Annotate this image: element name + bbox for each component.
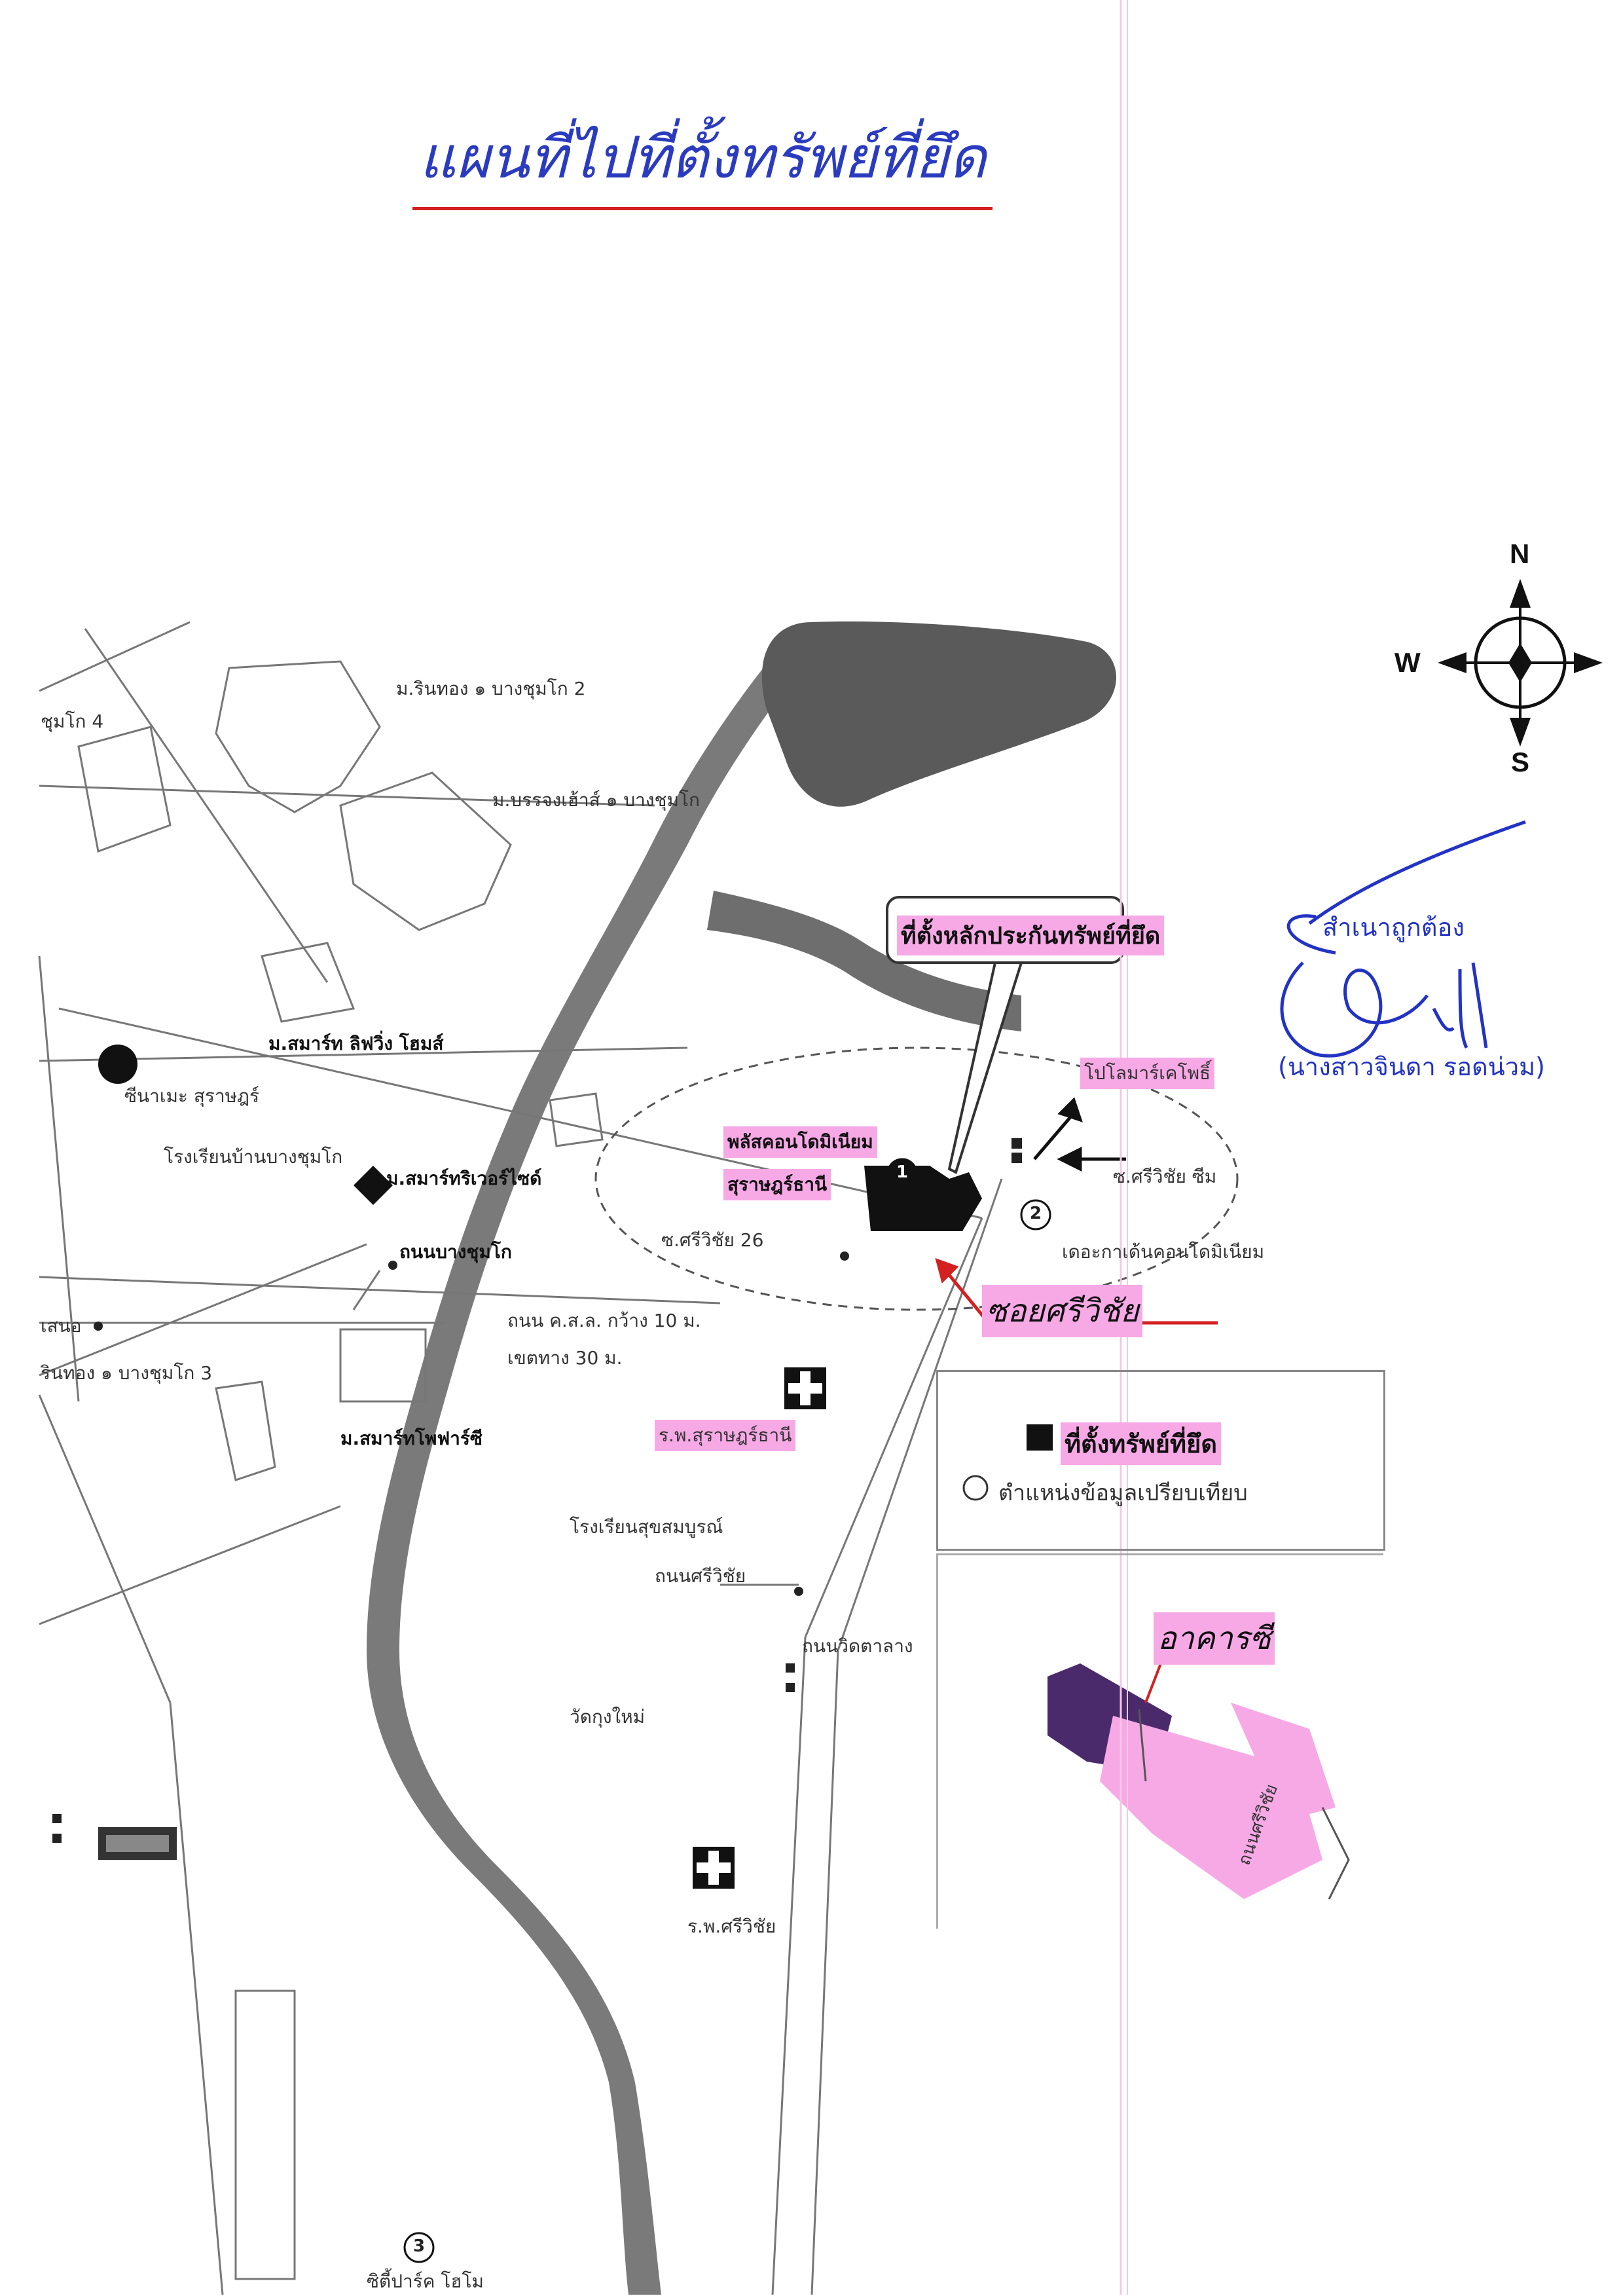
compass-rose bbox=[1438, 579, 1603, 747]
label-village-top: ม.รินทอง ๑ บางชุมโก 2 bbox=[396, 678, 586, 699]
label-road-bangchumko: ถนนบางชุมโก bbox=[399, 1241, 512, 1263]
road-dots bbox=[52, 1138, 1022, 1843]
label-school-bangchumko: โรงเรียนบ้านบางชุมโก bbox=[164, 1146, 343, 1168]
number-markers bbox=[403, 1158, 1051, 2263]
label-shop-top-left: ซีนาเมะ สุราษฎร์ bbox=[124, 1085, 259, 1107]
label-bottom-left: ซิตี้ปาร์ค โฮโม bbox=[367, 2270, 484, 2292]
river-branch bbox=[707, 891, 1021, 1031]
legend-property-label: ที่ตั้งทรัพย์ที่ยึด bbox=[1061, 1422, 1222, 1465]
label-hospital-sriwichai: ร.พ.ศรีวิชัย bbox=[687, 1916, 776, 1937]
callout-pointer bbox=[947, 961, 1023, 1174]
label-edge-west: เสนอ bbox=[41, 1315, 82, 1337]
inset-map bbox=[936, 1553, 1383, 1929]
label-smart-living: ม.สมาร์ท ลิฟวิ่ง โฮมส์ bbox=[268, 1033, 444, 1054]
certifier-name: (นางสาวจินดา รอดน่วม) bbox=[1278, 1052, 1545, 1081]
certified-copy-text: สำเนาถูกต้อง bbox=[1322, 913, 1465, 942]
property-block bbox=[864, 1166, 982, 1231]
label-comparable-condo: เดอะกาเด้นคอนโดมิเนียม bbox=[1062, 1241, 1265, 1263]
river bbox=[367, 648, 818, 2295]
map-icons bbox=[98, 1045, 393, 1860]
label-seven-eleven: โปโลมาร์เคโพธิ์ bbox=[1080, 1058, 1215, 1089]
label-condo-name-1: พลัสคอนโดมิเนียม bbox=[723, 1126, 877, 1158]
compass-west: W bbox=[1394, 647, 1421, 678]
building-handwritten-label: อาคารซี bbox=[1154, 1612, 1275, 1665]
compass-north: N bbox=[1510, 538, 1530, 569]
label-smart-river: ม.สมาร์ทริเวอร์ไซด์ bbox=[386, 1168, 542, 1189]
legend bbox=[936, 1370, 1385, 1551]
legend-comparable-label: ตำแหน่งข้อมูลเปรียบเทียบ bbox=[998, 1480, 1248, 1506]
legend-property-swatch bbox=[1027, 1424, 1053, 1451]
marker-2: 2 bbox=[1030, 1204, 1042, 1223]
road-handwritten-label: ซอยศรีวิชัย bbox=[982, 1285, 1143, 1337]
study-area-ellipse bbox=[594, 1046, 1239, 1311]
label-soi-sriwichai-26: ซ.ศรีวิชัย 26 bbox=[661, 1229, 764, 1251]
marker-3: 3 bbox=[413, 2236, 426, 2256]
lake bbox=[761, 621, 1116, 807]
marker-1: 1 bbox=[896, 1162, 909, 1182]
label-rinthong3: รินทอง ๑ บางชุมโก 3 bbox=[41, 1362, 213, 1384]
page-title: แผนที่ไปที่ตั้งทรัพย์ที่ยึด bbox=[412, 111, 993, 210]
legend-comparable-swatch bbox=[962, 1475, 989, 1501]
label-school-sukhum: โรงเรียนสุขสมบูรณ์ bbox=[570, 1516, 723, 1538]
label-smart-park: ม.สมาร์ทโพฟาร์ซี bbox=[340, 1428, 483, 1449]
signature-mark bbox=[1280, 820, 1526, 1058]
compass-south: S bbox=[1511, 747, 1530, 777]
roads bbox=[38, 621, 1003, 2295]
label-temple: วัดกุงใหม่ bbox=[570, 1706, 646, 1728]
label-road-sriwichai: ถนนศรีวิชัย bbox=[655, 1565, 746, 1587]
arrows bbox=[1033, 1097, 1126, 1172]
label-village-prachong: ม.บรรจงเฮ้าส์ ๑ บางชุมโก bbox=[492, 789, 700, 811]
property-callout-label: ที่ตั้งหลักประกันทรัพย์ที่ยึด bbox=[897, 916, 1165, 955]
label-road-width-note: ถนน ค.ส.ล. กว้าง 10 ม. bbox=[507, 1310, 701, 1331]
label-road-right-edge: ถนนวิดตาลาง bbox=[802, 1635, 913, 1657]
label-village-left-edge: ชุมโก 4 bbox=[41, 711, 104, 732]
label-right-of-way: เขตทาง 30 ม. bbox=[507, 1347, 623, 1369]
hospital-crosses bbox=[693, 1367, 826, 1889]
label-hospital-surat: ร.พ.สุราษฎร์ธานี bbox=[655, 1420, 796, 1451]
label-condo-name-2: สุราษฎร์ธานี bbox=[723, 1169, 831, 1200]
label-soi-sriwichai-right: ซ.ศรีวิชัย ซีม bbox=[1113, 1166, 1217, 1187]
inset-buildings bbox=[1047, 1659, 1350, 1900]
building-blocks bbox=[77, 660, 604, 2280]
